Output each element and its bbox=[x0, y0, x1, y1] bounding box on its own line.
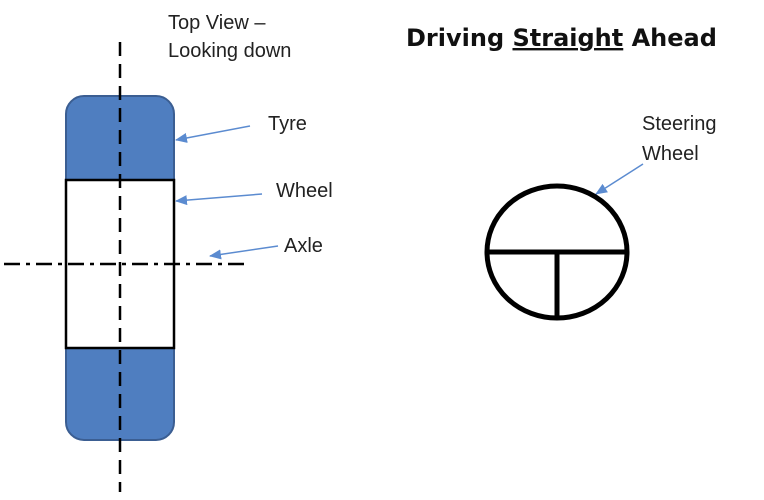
steering-arrow bbox=[595, 163, 644, 195]
axle-arrow bbox=[209, 245, 279, 260]
steering-label-line2: Wheel bbox=[642, 143, 699, 165]
title-part-3: Ahead bbox=[623, 24, 717, 52]
tyre-arrow bbox=[175, 125, 251, 143]
steering-label-line1: Steering bbox=[642, 113, 717, 135]
steering-wheel bbox=[484, 183, 630, 321]
wheel-arrow bbox=[175, 193, 263, 206]
view-label-line2: Looking down bbox=[168, 40, 291, 62]
wheel-label: Wheel bbox=[276, 180, 333, 202]
tyre-label: Tyre bbox=[268, 113, 307, 135]
title-part-2: Straight bbox=[512, 24, 623, 52]
diagram-title: Driving Straight Ahead bbox=[406, 24, 717, 52]
title-part-1: Driving bbox=[406, 24, 512, 52]
axle-label: Axle bbox=[284, 235, 323, 257]
view-label-line1: Top View – bbox=[168, 12, 266, 34]
